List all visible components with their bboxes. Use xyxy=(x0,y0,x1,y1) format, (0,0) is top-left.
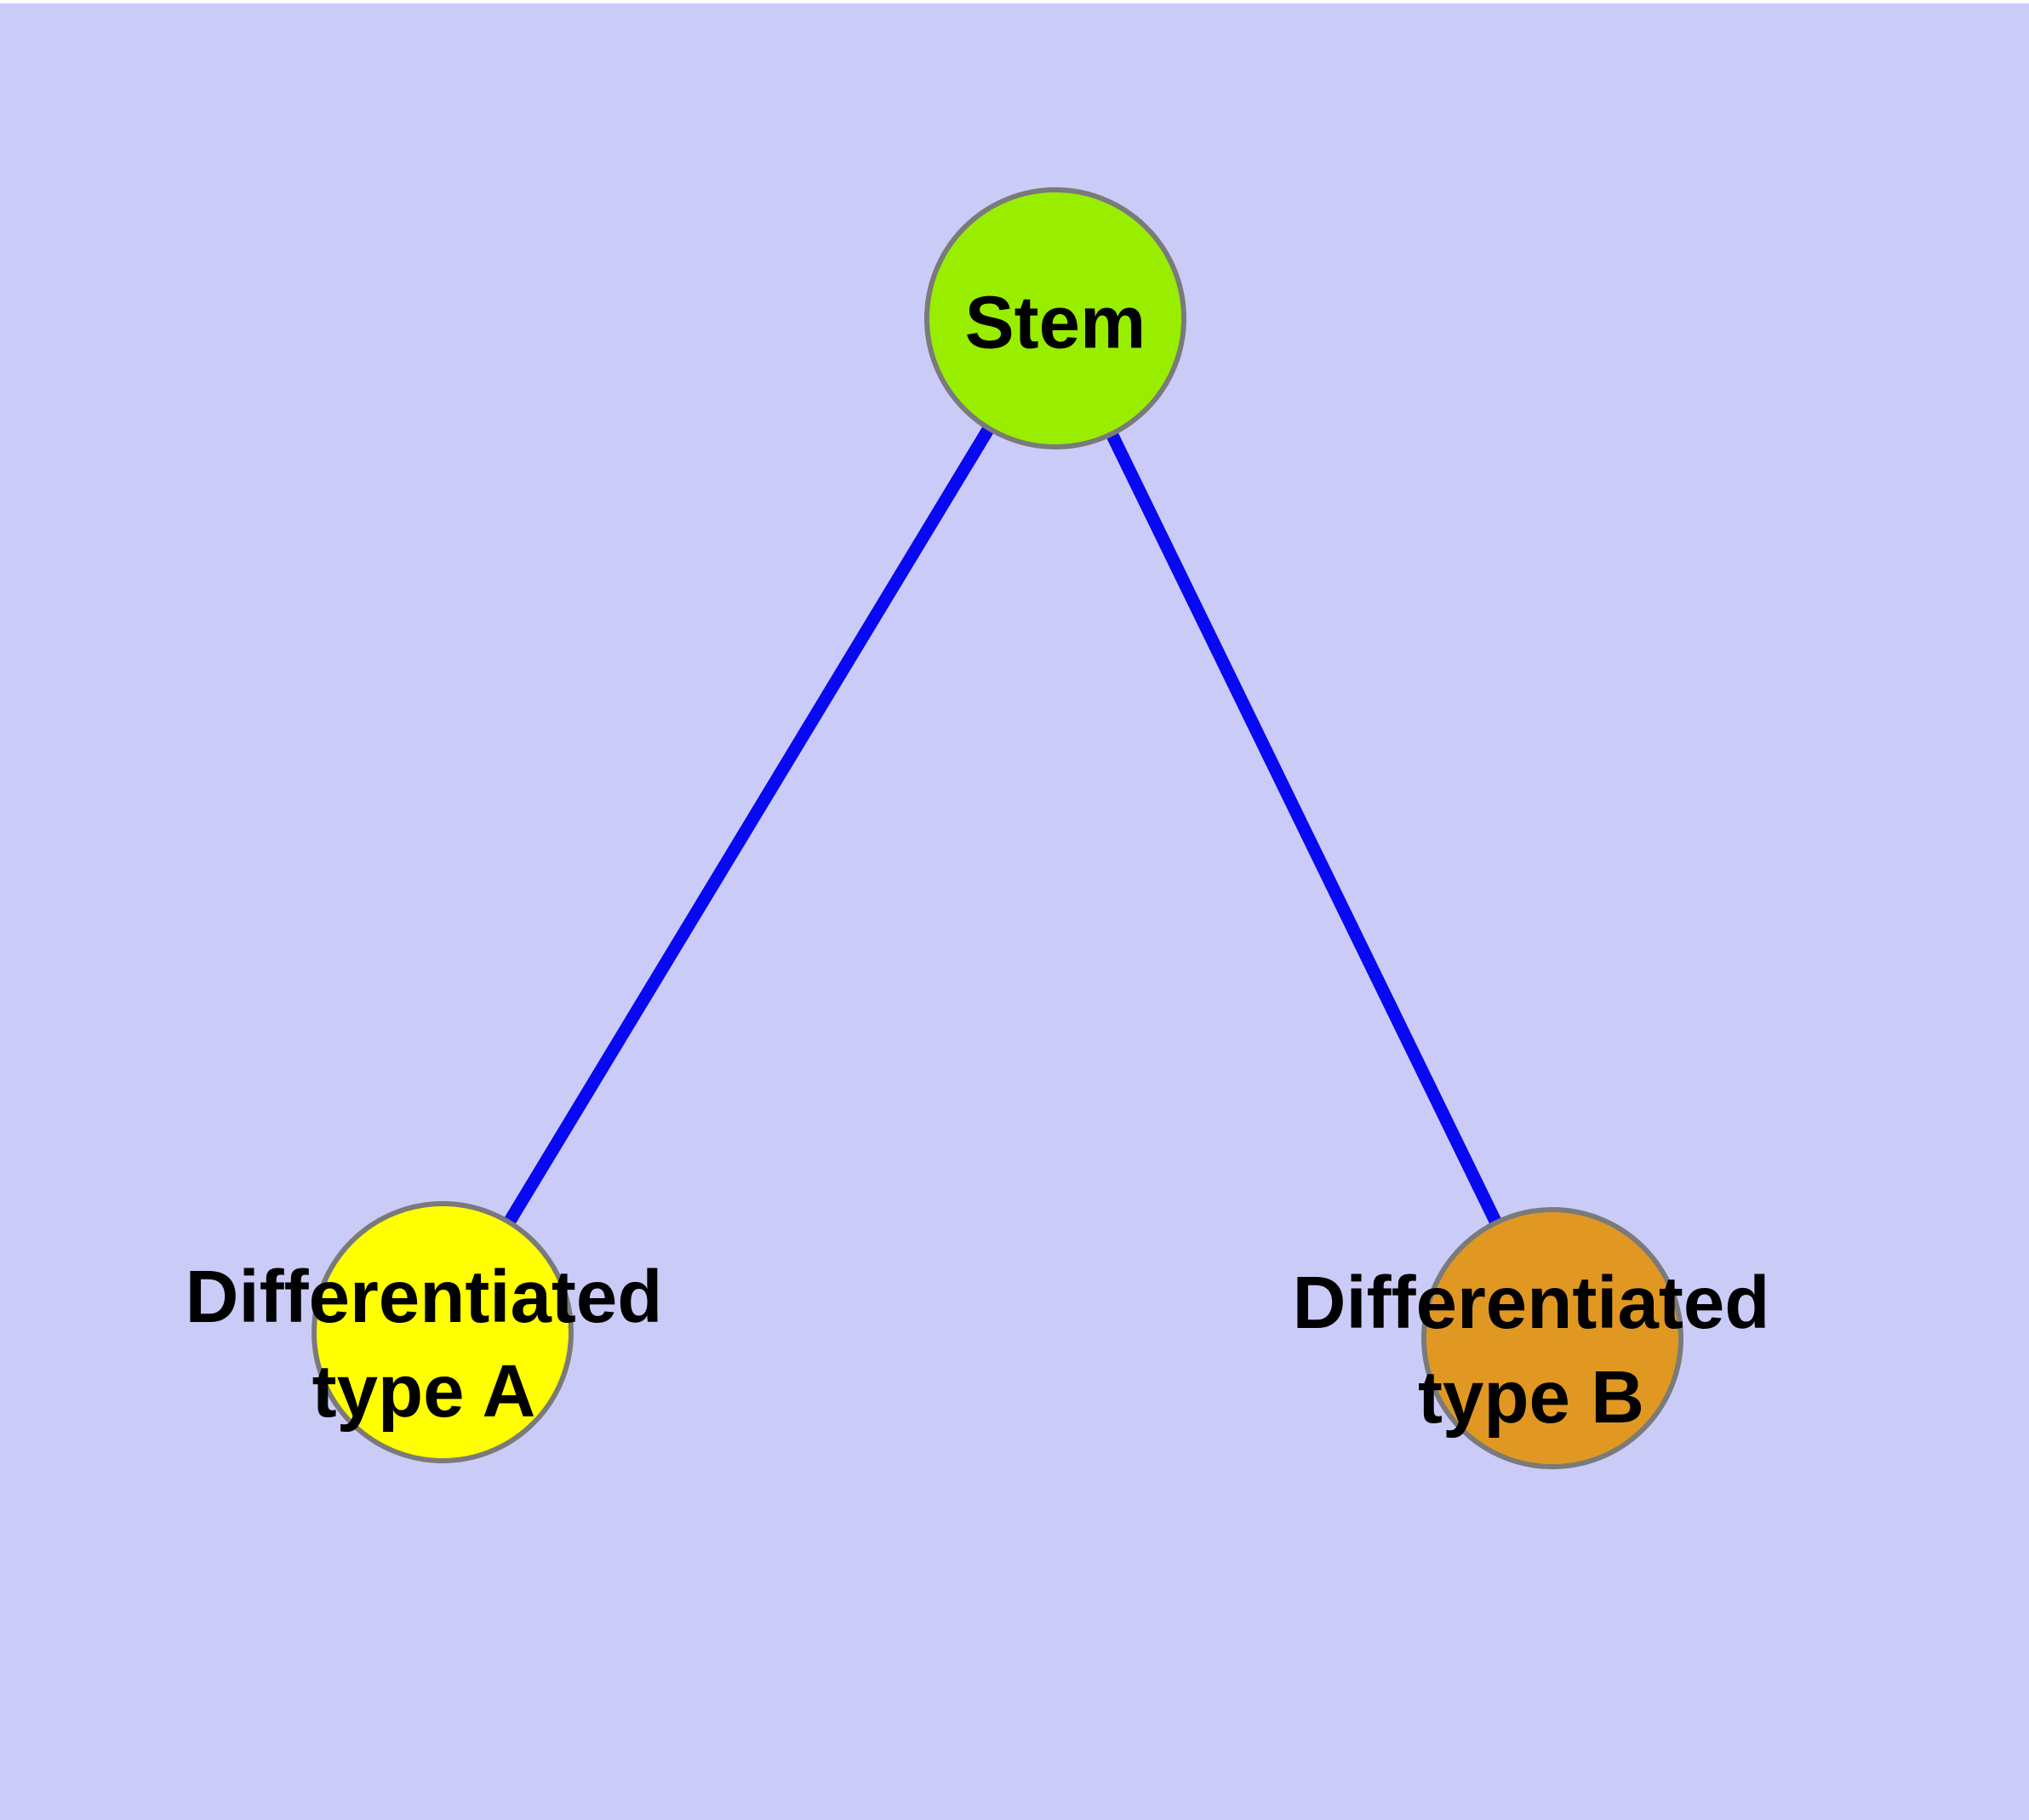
node-label-stem: Stem xyxy=(964,281,1146,364)
edge-stem-to-type-a xyxy=(437,315,1061,1336)
node-label-differentiated-type-a: Differentiated type A xyxy=(185,1256,663,1433)
node-stem xyxy=(924,187,1186,449)
edge-stem-to-type-b xyxy=(1049,315,1558,1342)
node-differentiated-type-b xyxy=(1421,1207,1683,1469)
node-label-differentiated-type-b: Differentiated type B xyxy=(1292,1262,1770,1439)
node-differentiated-type-a xyxy=(311,1201,574,1463)
